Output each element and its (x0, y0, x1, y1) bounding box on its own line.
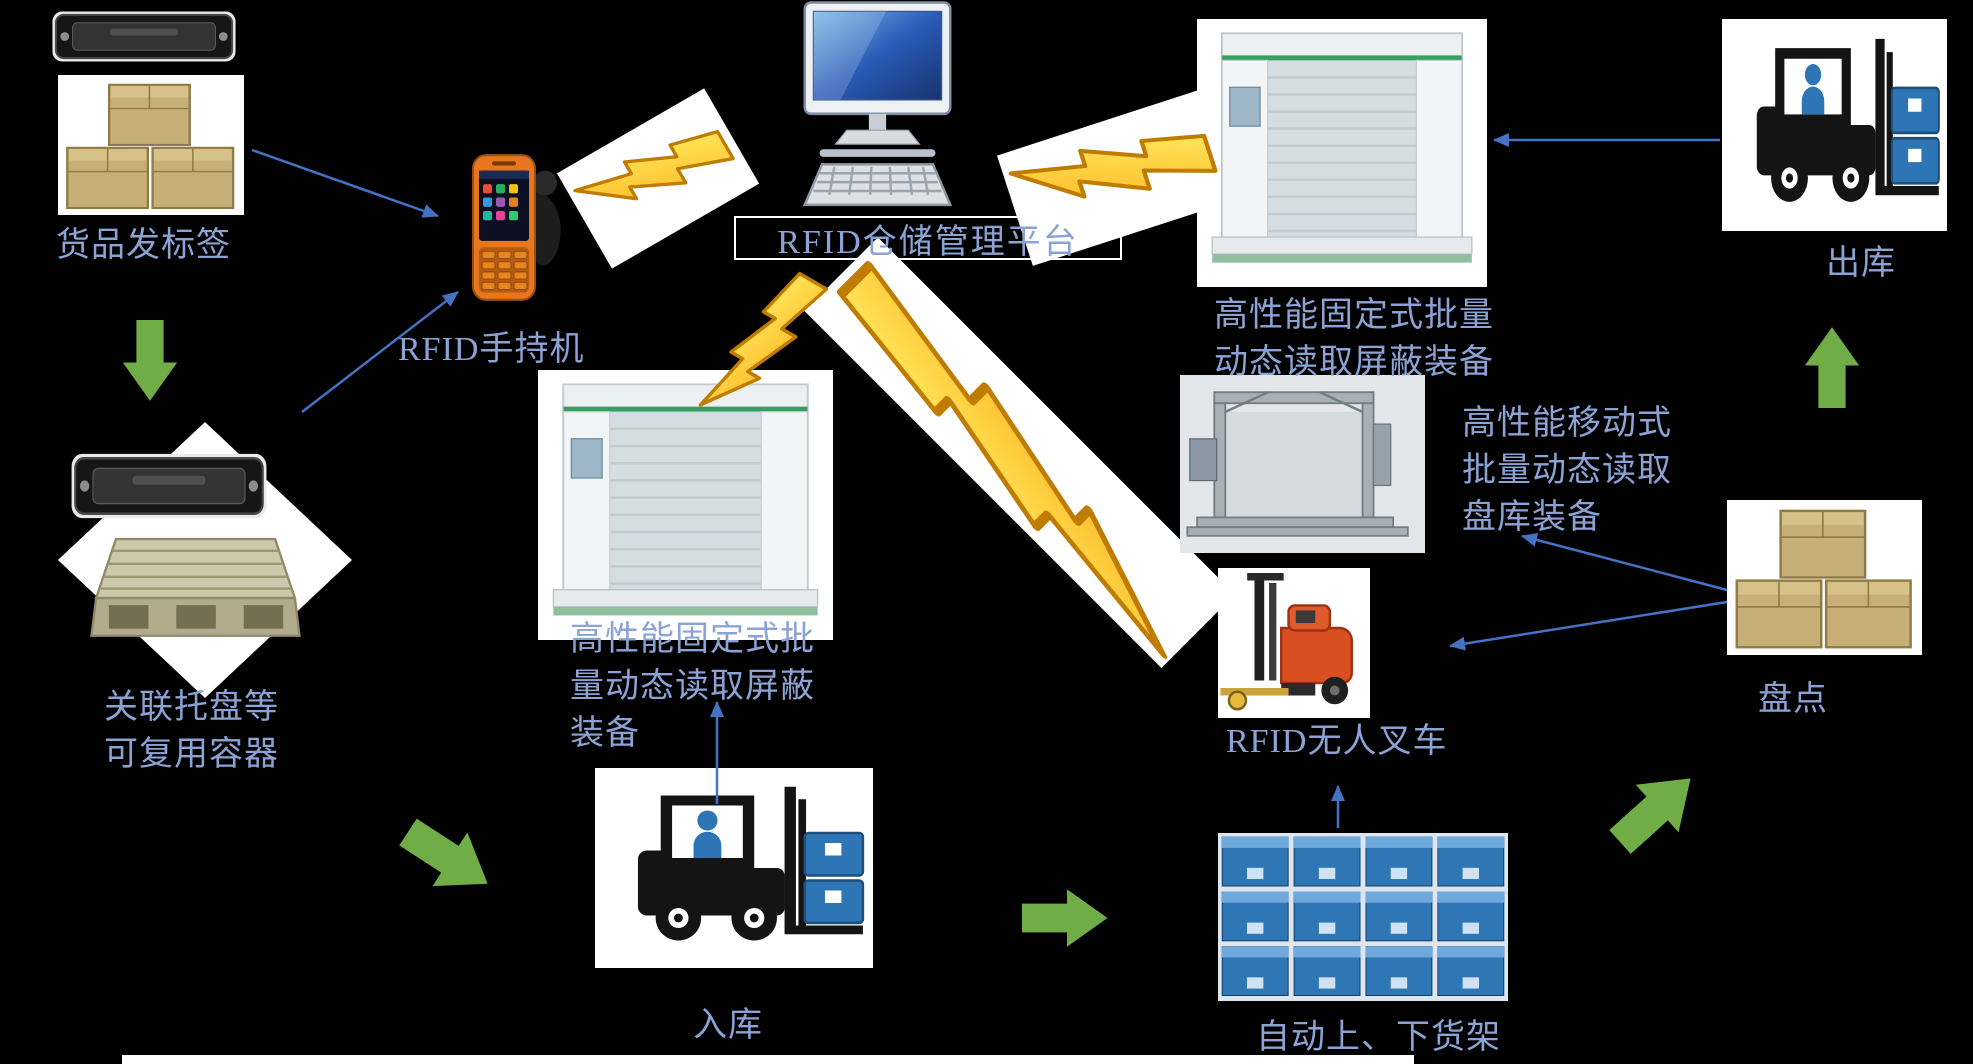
pallet-icon (88, 532, 303, 644)
fixed-reader-right-label: 高性能固定式批量 动态读取屏蔽装备 (1214, 297, 1494, 381)
forklift-icon (595, 768, 873, 968)
forklift-icon (1722, 19, 1947, 231)
reader-gate-icon (538, 370, 833, 640)
flow-arrow-to-inventory (1598, 754, 1713, 866)
desktop-computer-icon (785, 0, 970, 215)
connector-inventory-to-gantry (1521, 533, 1728, 592)
goods-tagging-label: 货品发标签 (56, 227, 231, 264)
lightning-bolt-icon (573, 112, 735, 237)
platform-title: RFID仓储管理平台 (734, 216, 1122, 261)
fixed-reader-left-label: 高性能固定式批 量动态读取屏蔽 装备 (570, 621, 815, 752)
outbound-label: 出库 (1826, 245, 1896, 282)
bottom-strip (122, 1055, 1414, 1064)
handheld-reader-icon (465, 150, 570, 305)
mobile-reader-label: 高性能移动式 批量动态读取 盘库装备 (1462, 405, 1672, 536)
reader-gate-icon (1197, 19, 1487, 287)
pallet-label: 关联托盘等 可复用容器 (104, 689, 279, 773)
agv-forklift-icon (1218, 568, 1370, 718)
bolt-backdrop (804, 237, 1235, 668)
lightning-bolt-icon (822, 265, 1212, 655)
inbound-label: 入库 (693, 1007, 763, 1044)
racks-label: 自动上、下货架 (1256, 1019, 1501, 1056)
storage-racks-icon (1218, 833, 1508, 1001)
cargo-boxes-icon (58, 75, 244, 215)
flow-arrow-to-racks (1022, 889, 1108, 947)
connector-inventory-to-agv (1449, 600, 1728, 651)
flow-arrow-to-outbound (1804, 327, 1860, 408)
rfid-tag-icon (51, 10, 237, 63)
flow-arrow-down (122, 320, 178, 401)
bolt-backdrop (556, 88, 760, 269)
connector-boxes-to-handheld (251, 148, 439, 218)
gantry-reader-icon (1180, 375, 1425, 553)
flow-arrow-to-inbound (390, 805, 506, 911)
rfid-tag-icon (70, 452, 268, 520)
handheld-label: RFID手持机 (398, 331, 585, 368)
inventory-label: 盘点 (1758, 681, 1828, 718)
cargo-boxes-icon (1727, 500, 1922, 655)
agv-label: RFID无人叉车 (1226, 723, 1448, 760)
